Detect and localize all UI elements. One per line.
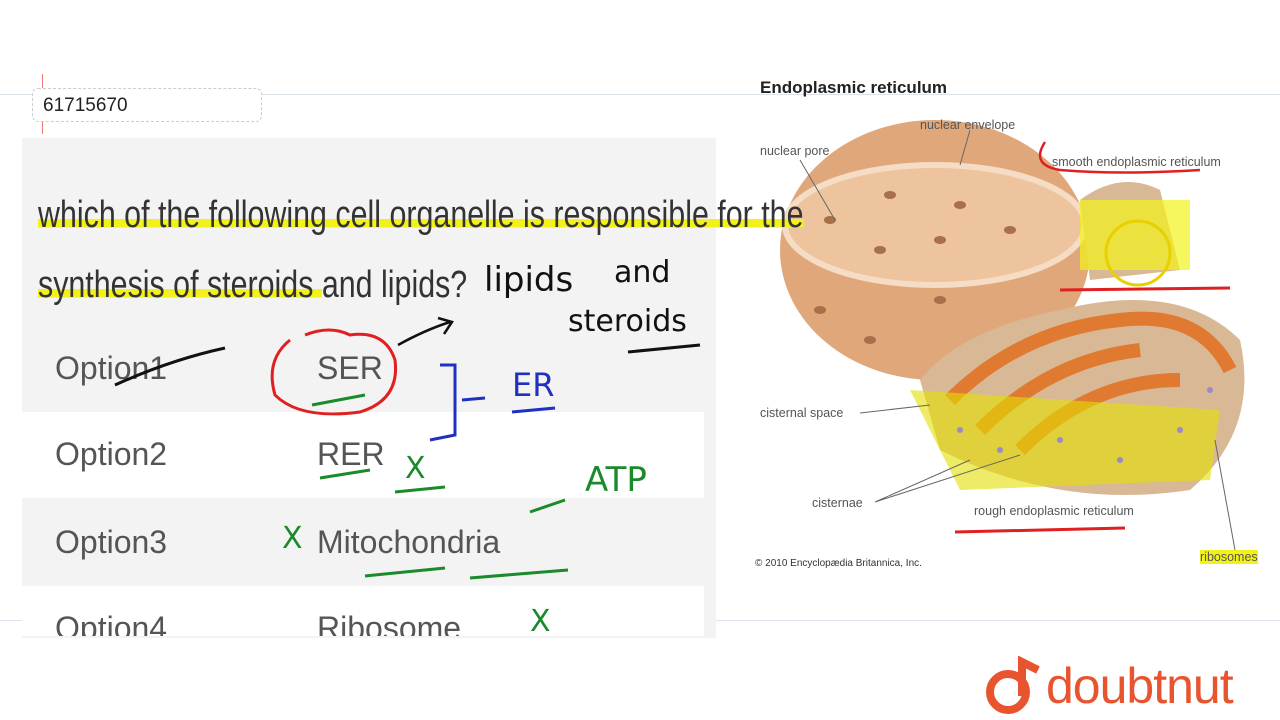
option-row-4[interactable]: Option4 Ribosome [22,586,704,636]
doubtnut-logo: doubtnut [982,656,1234,716]
question-line-1: which of the following cell organelle is… [38,194,804,236]
option-value: Ribosome [317,610,462,636]
label-rer: rough endoplasmic reticulum [974,504,1134,518]
copyright: © 2010 Encyclopædia Britannica, Inc. [755,558,922,569]
brand-name: doubtnut [1046,658,1234,714]
er-diagram-illustration [780,120,1245,551]
cross-mark: X [282,521,303,556]
option-label: Option4 [55,610,168,636]
label-cisternal-space: cisternal space [760,406,844,420]
cross-mark: X [405,451,426,486]
label-cisternae: cisternae [812,496,863,510]
cross-mark: X [530,604,551,639]
question-id: 61715670 [32,88,262,122]
question-line-2: and lipids? [321,264,468,306]
question-line-2-wrap: synthesis of steroids and lipids? [38,250,467,320]
annotation-and: and [614,255,671,290]
question-highlight: synthesis of steroids [38,264,322,306]
label-ser: smooth endoplasmic reticulum [1052,155,1221,169]
option-label: Option1 [55,350,168,386]
option-row-3[interactable]: Option3 Mitochondria [22,500,704,586]
label-ribosomes: ribosomes [1200,550,1258,564]
question-line-1-wrap: which of the following cell organelle is… [38,180,804,250]
option-value: Mitochondria [317,524,501,560]
question-text: which of the following cell organelle is… [38,180,804,320]
option-value: SER [317,350,383,386]
diagram-title: Endoplasmic reticulum [760,78,948,97]
doubtnut-logo-icon [986,656,1040,714]
annotation-atp: ATP [585,460,647,500]
label-nuclear-pore: nuclear pore [760,144,830,158]
option-value: RER [317,436,385,472]
annotation-lipids: lipids [484,260,574,300]
option-label: Option3 [55,524,168,560]
annotation-er: ER [512,366,555,404]
label-nuclear-envelope: nuclear envelope [920,118,1016,132]
option-label: Option2 [55,436,168,472]
annotation-steroids: steroids [568,304,687,339]
divider [0,94,1280,95]
